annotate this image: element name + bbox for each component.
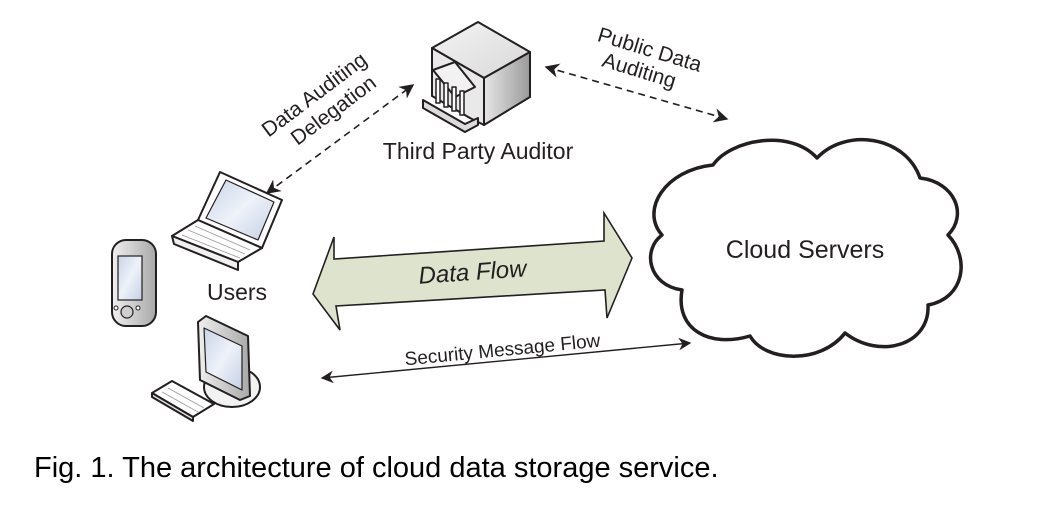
data-auditing-delegation-arrow	[265, 84, 415, 194]
users-label: Users	[207, 279, 267, 305]
pda-icon	[111, 239, 157, 327]
cloud-servers-label: Cloud Servers	[726, 236, 884, 264]
laptop-icon	[171, 171, 283, 271]
data-auditing-delegation-label: Data Auditing Delegation	[258, 48, 381, 150]
public-data-auditing-arrow	[544, 63, 729, 123]
public-data-auditing-label: Public Data Auditing	[595, 23, 705, 93]
security-message-flow-label: Security Message Flow	[404, 331, 602, 371]
figure-caption: Fig. 1. The architecture of cloud data s…	[34, 452, 719, 484]
cloud-icon	[648, 137, 963, 358]
building-icon	[422, 21, 531, 133]
desktop-computer-icon	[151, 315, 261, 422]
data-flow-arrow: Data Flow	[312, 210, 633, 331]
third-party-auditor-label: Third Party Auditor	[383, 138, 574, 164]
security-message-flow-arrow	[320, 337, 692, 384]
